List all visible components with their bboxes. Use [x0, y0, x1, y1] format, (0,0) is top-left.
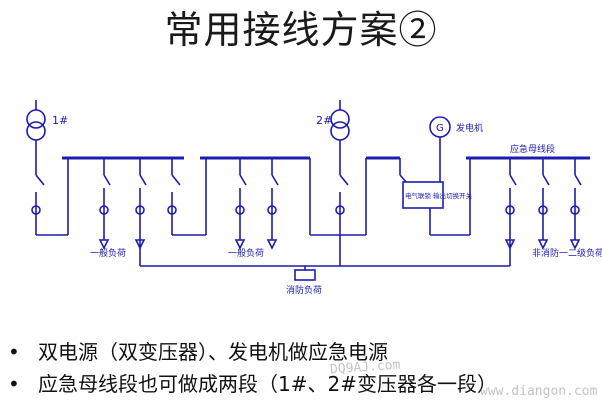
fire-load-box: [294, 269, 316, 281]
wiring-diagram: 1# 2# G 发电机 应急母线段 一般负荷 一般负荷 非消防一二级负荷 消防负…: [26, 100, 602, 296]
transformer-1-label: 1#: [52, 114, 68, 127]
load-feeders: [103, 158, 582, 240]
switch-box-label: 电气联锁 输出切换开关: [405, 191, 473, 200]
generator-symbol: G: [436, 123, 444, 134]
load-label-2: 一般负荷: [228, 247, 264, 259]
fire-load-label: 消防负荷: [286, 284, 322, 296]
bullet-list: •双电源（双变压器）、发电机做应急电源 •应急母线段也可做成两段（1#、2#变压…: [8, 336, 598, 400]
transformer-2-symbol: [330, 100, 350, 141]
load-label-3: 非消防一二级负荷: [532, 247, 602, 259]
transformer-1-symbol: [26, 100, 46, 160]
generator-label: 发电机: [456, 122, 483, 134]
bullet-1-text: 双电源（双变压器）、发电机做应急电源: [38, 340, 388, 364]
bullet-2-text: 应急母线段也可做成两段（1#、2#变压器各一段）: [38, 372, 497, 396]
bullet-1: •双电源（双变压器）、发电机做应急电源: [8, 340, 388, 364]
transformer-2-label: 2#: [316, 114, 332, 127]
load-label-1: 一般负荷: [90, 247, 126, 259]
page-title: 常用接线方案②: [164, 8, 438, 52]
bullet-2: •应急母线段也可做成两段（1#、2#变压器各一段）: [8, 372, 497, 396]
ct-symbols: [31, 205, 580, 215]
load-arrows: [98, 239, 581, 250]
switch-box: [402, 181, 444, 209]
watermark-2: www.diangon.com: [480, 384, 598, 399]
emergency-bus-label: 应急母线段: [510, 143, 555, 155]
